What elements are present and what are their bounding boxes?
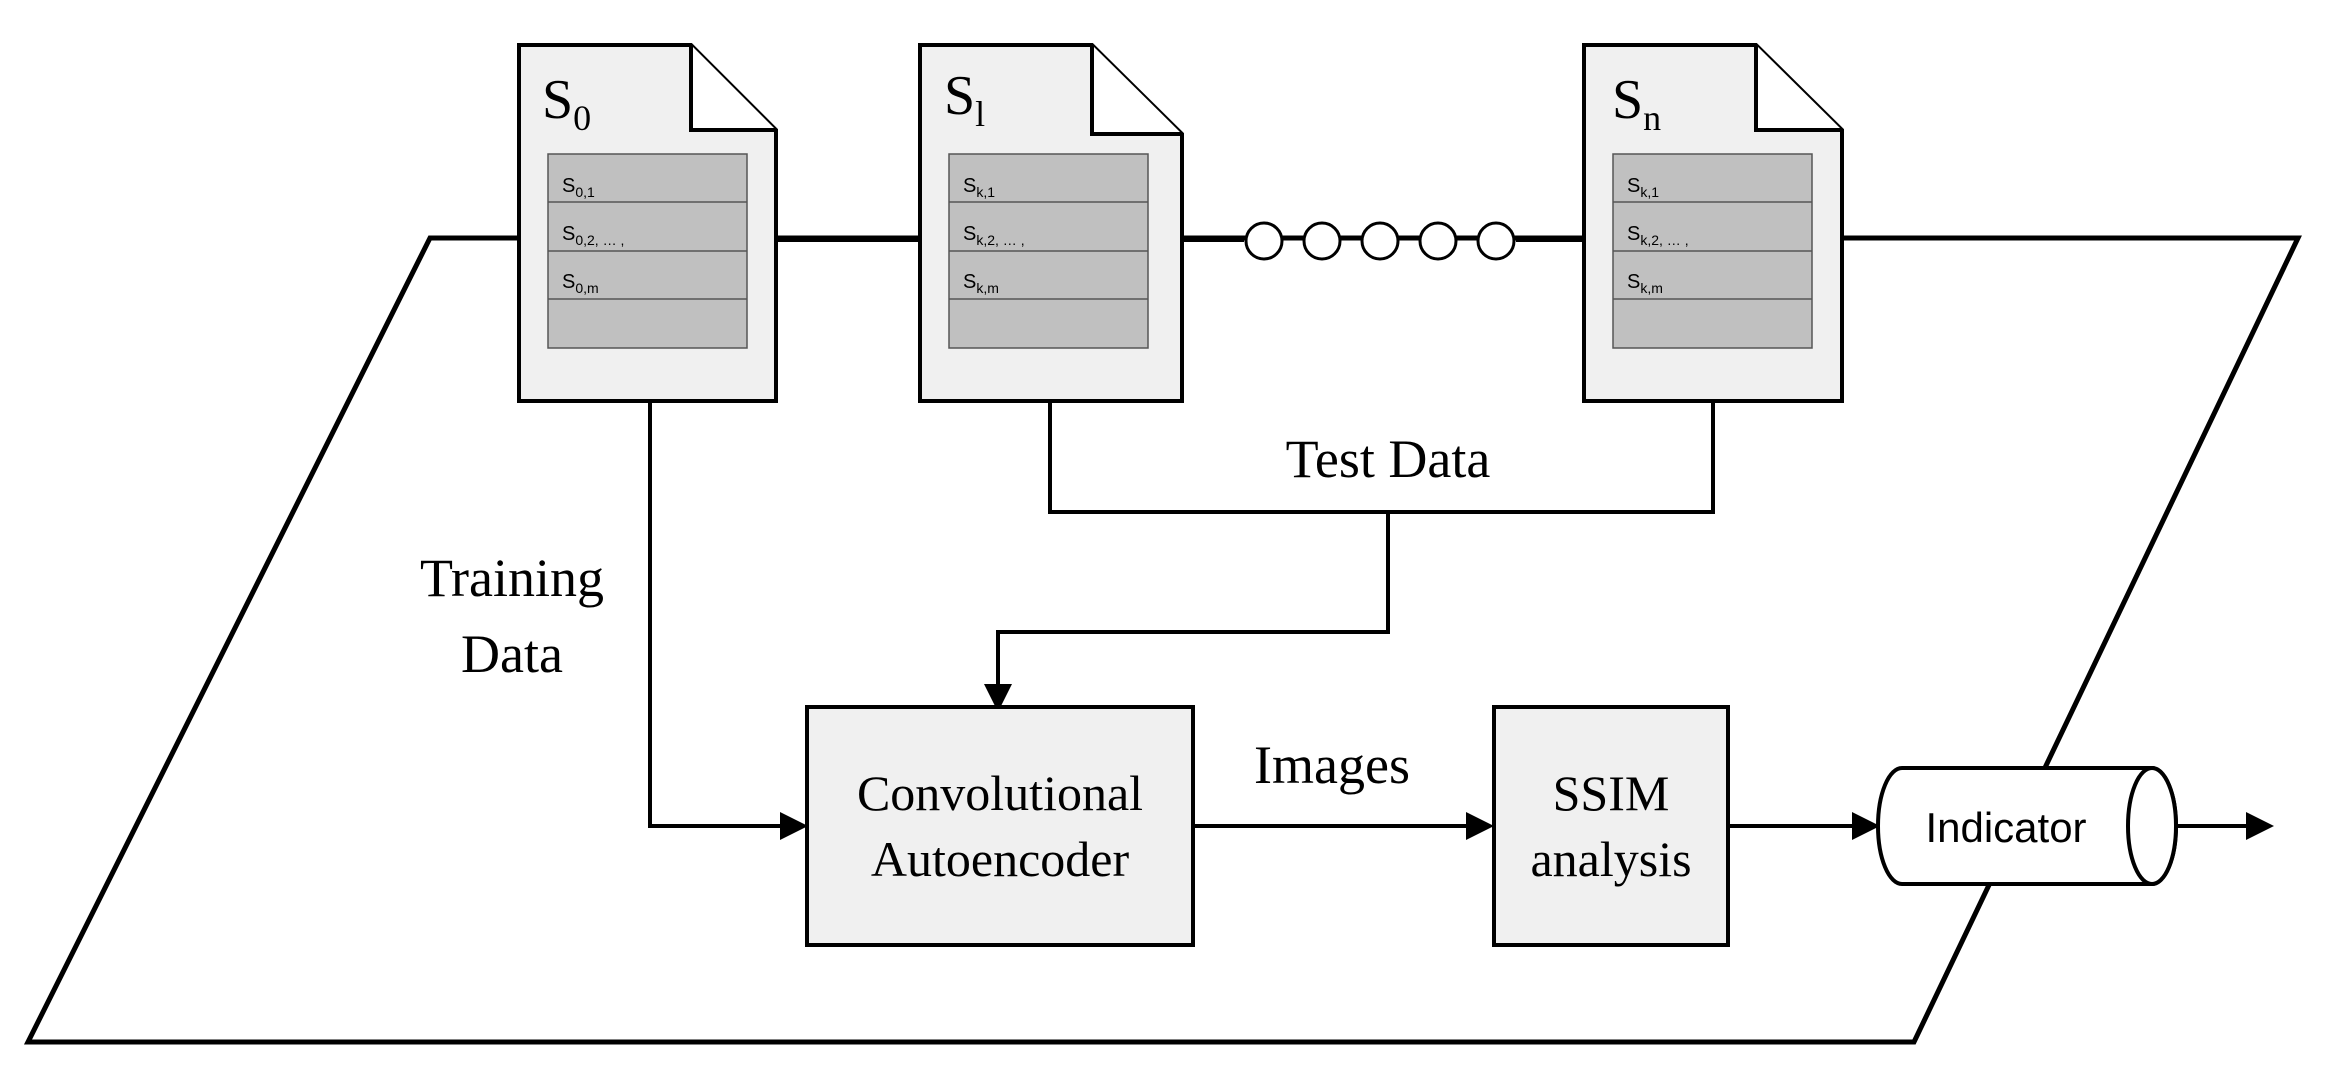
ssim-label: SSIM: [1553, 765, 1670, 821]
document-title: S0: [542, 69, 591, 138]
autoencoder-label: Autoencoder: [871, 831, 1130, 887]
table-row-label: Sk,2, … ,: [1627, 223, 1689, 248]
autoencoder-label: Convolutional: [857, 765, 1143, 821]
images-label: Images: [1254, 735, 1410, 795]
training-data-label: Data: [461, 624, 563, 684]
document-title: Sn: [1612, 69, 1661, 138]
ssim-label: analysis: [1530, 831, 1691, 887]
test-data-bracket: [1048, 401, 1715, 514]
autoencoder-box: [805, 705, 1195, 947]
document-s1: Sl Sk,1 Sk,2, … , Sk,m: [918, 43, 1184, 403]
document-fold: [1090, 45, 1182, 136]
table-row-label: Sk,m: [963, 271, 999, 296]
document-fold: [1754, 45, 1842, 132]
output-arrowhead: [2246, 812, 2274, 840]
ssim-to-indicator-arrowhead: [1852, 812, 1880, 840]
training-data-arrowhead: [780, 812, 808, 840]
test-data-label: Test Data: [1286, 429, 1491, 489]
indicator-label: Indicator: [1925, 804, 2086, 851]
document-fold: [689, 45, 776, 132]
test-data-arrow: [993, 512, 1390, 701]
table-row-label: Sk,1: [1627, 175, 1659, 200]
document-sn: Sn Sk,1 Sk,2, … , Sk,m: [1582, 43, 1844, 403]
test-data-arrowhead: [984, 684, 1012, 712]
ellipsis-dot: [1360, 221, 1400, 261]
table-row-label: S0,m: [562, 271, 599, 296]
images-arrowhead: [1466, 812, 1494, 840]
table-row-label: S0,1: [562, 175, 595, 200]
table-row-label: Sk,m: [1627, 271, 1663, 296]
ellipsis-dot: [1302, 221, 1342, 261]
ellipsis-dot: [1244, 221, 1284, 261]
ellipsis-dots: [1244, 221, 1516, 261]
cylinder-cap: [2126, 766, 2178, 886]
table-row-label: S0,2, … ,: [562, 223, 624, 248]
training-data-arrow: [648, 401, 790, 828]
ssim-box: [1492, 705, 1730, 947]
document-s0: S0 S0,1 S0,2, … , S0,m: [517, 43, 778, 403]
table-row-label: Sk,2, … ,: [963, 223, 1025, 248]
document-title: Sl: [944, 65, 985, 134]
table-row-label: Sk,1: [963, 175, 995, 200]
indicator-cylinder: Indicator: [1876, 766, 2178, 886]
ellipsis-dot: [1476, 221, 1516, 261]
training-data-label: Training: [420, 548, 604, 608]
ellipsis-dot: [1418, 221, 1458, 261]
